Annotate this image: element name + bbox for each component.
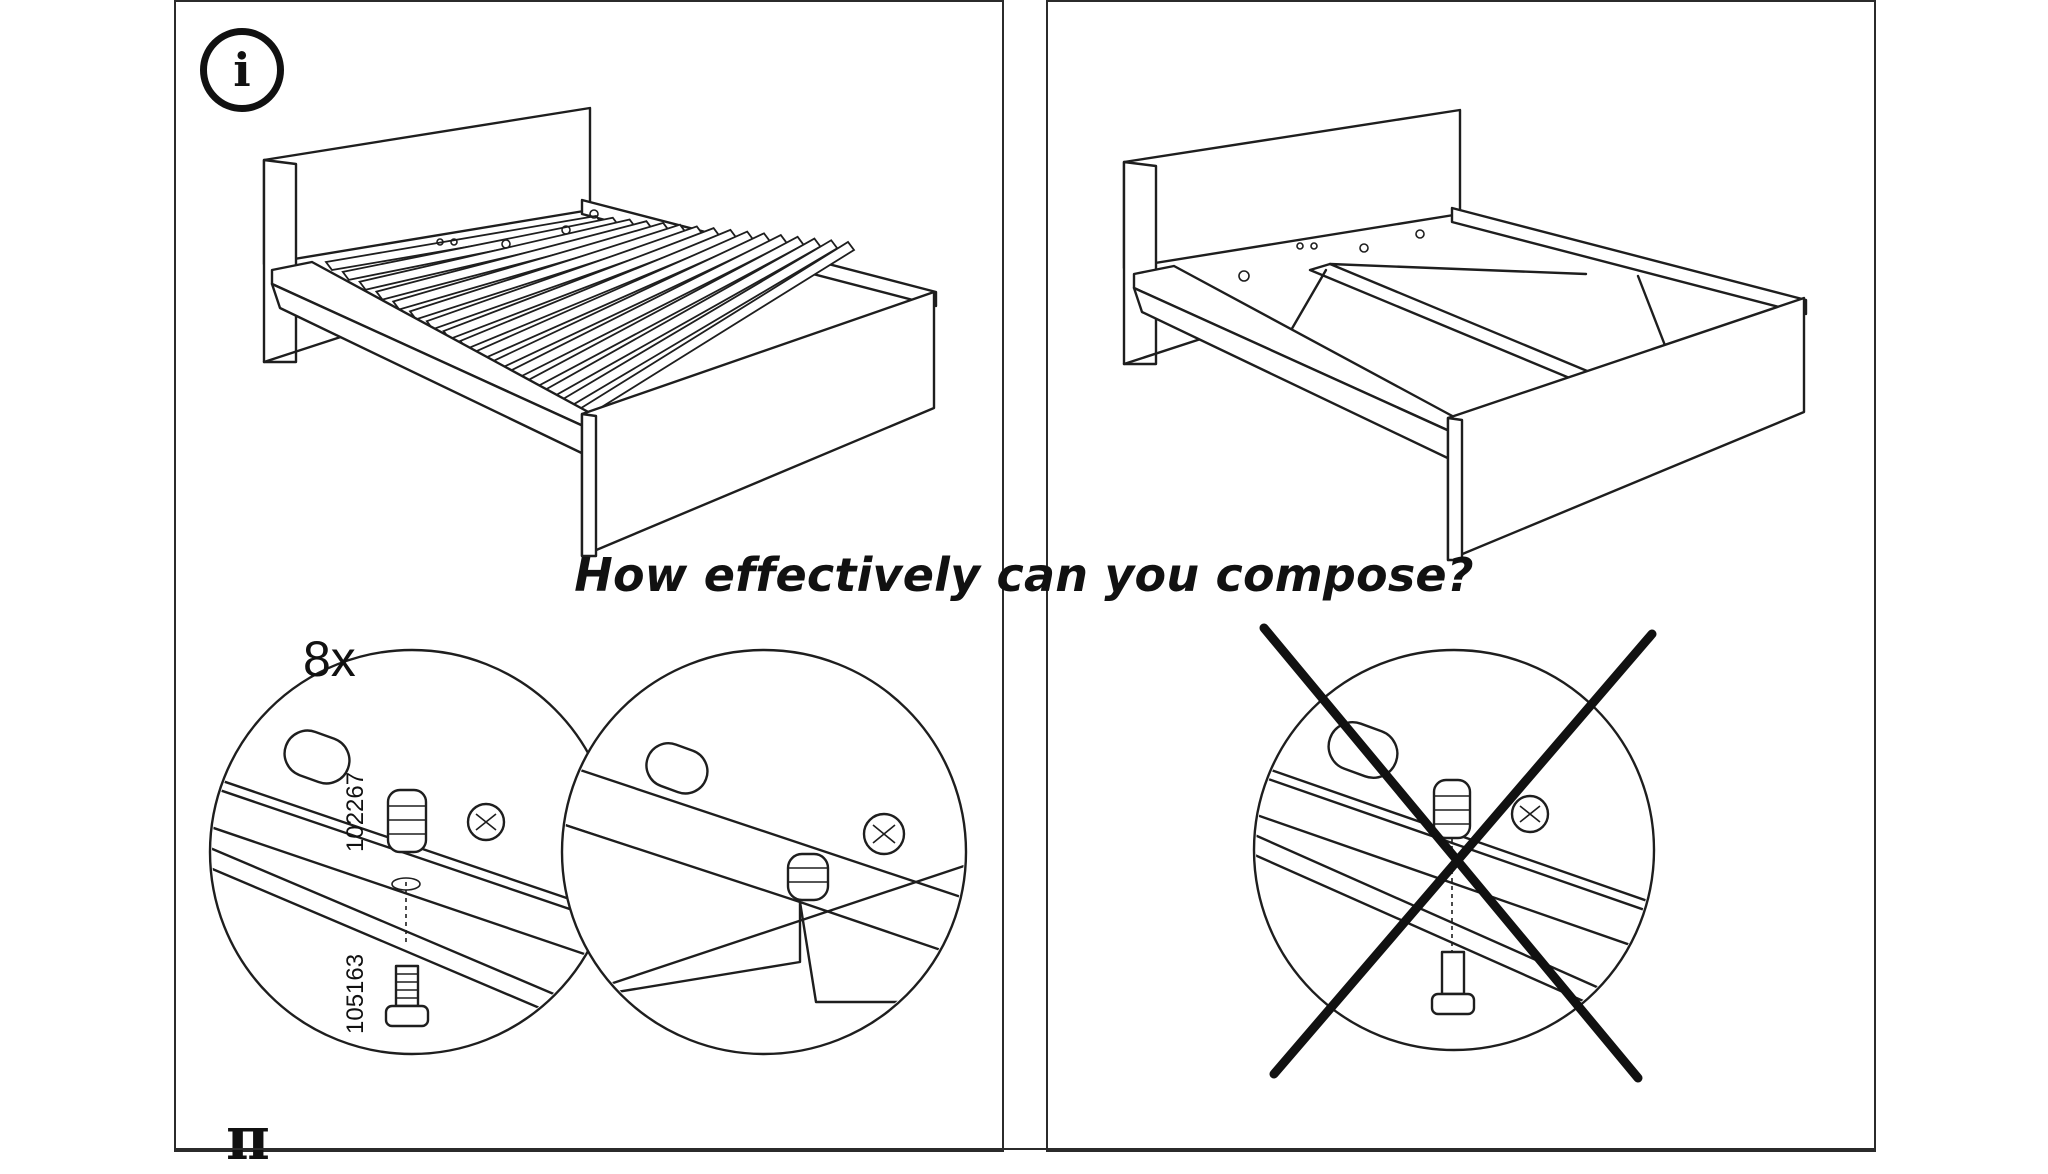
part-number-bolt: 105163 xyxy=(342,953,369,1034)
bed-side-rail-back-right xyxy=(1450,206,1808,316)
bolt-part xyxy=(384,964,430,1028)
right-panel-illustration xyxy=(1122,108,1808,1083)
detail-circle-2 xyxy=(560,648,968,1056)
bed-footboard-right xyxy=(1446,296,1806,562)
left-panel-illustration xyxy=(208,106,968,1056)
left-instruction-panel xyxy=(174,0,1004,1152)
detail-circle-3 xyxy=(1252,648,1656,1052)
dowel-inserted-part xyxy=(786,852,830,902)
cam-lock-part xyxy=(466,802,506,842)
bed-footboard xyxy=(580,290,936,558)
bed-slats xyxy=(324,215,856,420)
bed-headboard-right xyxy=(1122,108,1462,366)
right-instruction-panel xyxy=(1046,0,1876,1152)
info-icon-glyph: i xyxy=(233,43,251,97)
part-number-dowel: 102267 xyxy=(342,771,369,852)
quantity-label: 8x xyxy=(303,631,356,687)
bed-fittings-right xyxy=(1238,229,1425,282)
bed-fittings xyxy=(436,209,599,249)
cross-mark-icon xyxy=(1259,623,1657,1083)
next-step-number: ᴨ xyxy=(226,1104,270,1174)
info-icon: i xyxy=(200,28,284,112)
bottom-border xyxy=(174,1148,1876,1150)
overlay-caption: How effectively can you compose? xyxy=(574,548,1474,602)
wood-dowel-part xyxy=(386,788,428,854)
left-panel-parts xyxy=(384,788,906,1028)
cam-lock-part-2 xyxy=(862,812,906,856)
